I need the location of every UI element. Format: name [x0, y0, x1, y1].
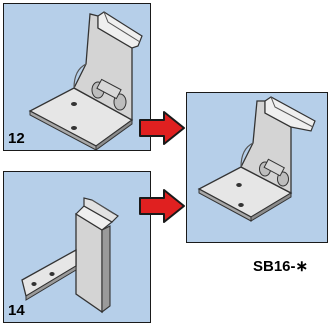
panel-part-12: 12 — [3, 3, 151, 151]
arrow-right-icon — [139, 189, 185, 223]
bracket-result-illustration — [197, 96, 316, 222]
panel-part-14: 14 — [3, 171, 151, 323]
part-code-label: SB16-∗ — [253, 258, 309, 275]
bracket-12-illustration — [28, 11, 143, 150]
part-number-label: 14 — [8, 302, 25, 319]
arrow-right-icon — [139, 111, 185, 145]
panel-result — [186, 92, 328, 243]
part-number-label: 12 — [8, 130, 25, 147]
bracket-14-illustration — [21, 197, 119, 314]
